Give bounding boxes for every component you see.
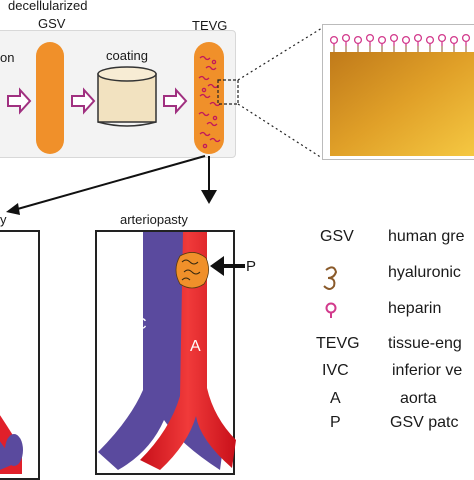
patch-label: P <box>246 258 257 275</box>
coating-label: coating <box>106 48 148 63</box>
left-step-label: on <box>0 50 15 65</box>
legend-p-abbr: P <box>330 414 341 431</box>
legend-gsv-desc: human gre <box>388 228 465 245</box>
legend-a-desc: aorta <box>400 390 437 407</box>
aorta-vessel-label: A <box>190 338 201 355</box>
left-panel-vessels <box>0 415 23 474</box>
tevg-tube <box>194 42 224 154</box>
process-arrow-3 <box>163 87 188 115</box>
tevg-label: TEVG <box>192 18 228 33</box>
aorta-vessel <box>140 232 236 470</box>
patch-pointer-arrow <box>210 256 245 276</box>
legend-a-abbr: A <box>330 390 341 407</box>
gsv-patch <box>175 252 209 289</box>
ivc-vessel-label: IVC <box>120 316 147 333</box>
hyaluronic-icon <box>323 266 338 290</box>
legend-tevg-abbr: TEVG <box>316 335 360 352</box>
legend-hyaluronic-desc: hyaluronic <box>388 264 461 281</box>
arrow-to-left-panel <box>6 155 206 215</box>
surface-molecules <box>329 33 471 52</box>
zoom-line-top <box>237 27 323 81</box>
zoom-line-bottom <box>237 103 323 159</box>
gsv-tube <box>36 42 64 154</box>
legend-ivc-abbr: IVC <box>322 362 349 379</box>
zoom-surface <box>330 52 474 156</box>
legend-ivc-desc: inferior ve <box>392 362 463 379</box>
gsv-label-line2: GSV <box>38 16 66 31</box>
heparin-icon <box>325 302 337 318</box>
legend-tevg-desc: tissue-eng <box>388 335 462 352</box>
arterioplasty-label: arteriopasty <box>120 212 188 227</box>
process-arrow-1 <box>7 87 32 115</box>
tevg-coating-marks <box>198 55 221 149</box>
legend-p-desc: GSV patc <box>390 414 459 431</box>
zoom-highlight-box <box>217 79 239 105</box>
legend-gsv-abbr: GSV <box>320 228 354 245</box>
coating-container <box>97 66 157 127</box>
left-panel-label: y <box>0 212 7 227</box>
legend-heparin-desc: heparin <box>388 300 442 317</box>
gsv-label-line1: decellularized <box>8 0 88 13</box>
process-arrow-2 <box>71 87 96 115</box>
arrow-to-arterioplasty <box>201 156 217 204</box>
